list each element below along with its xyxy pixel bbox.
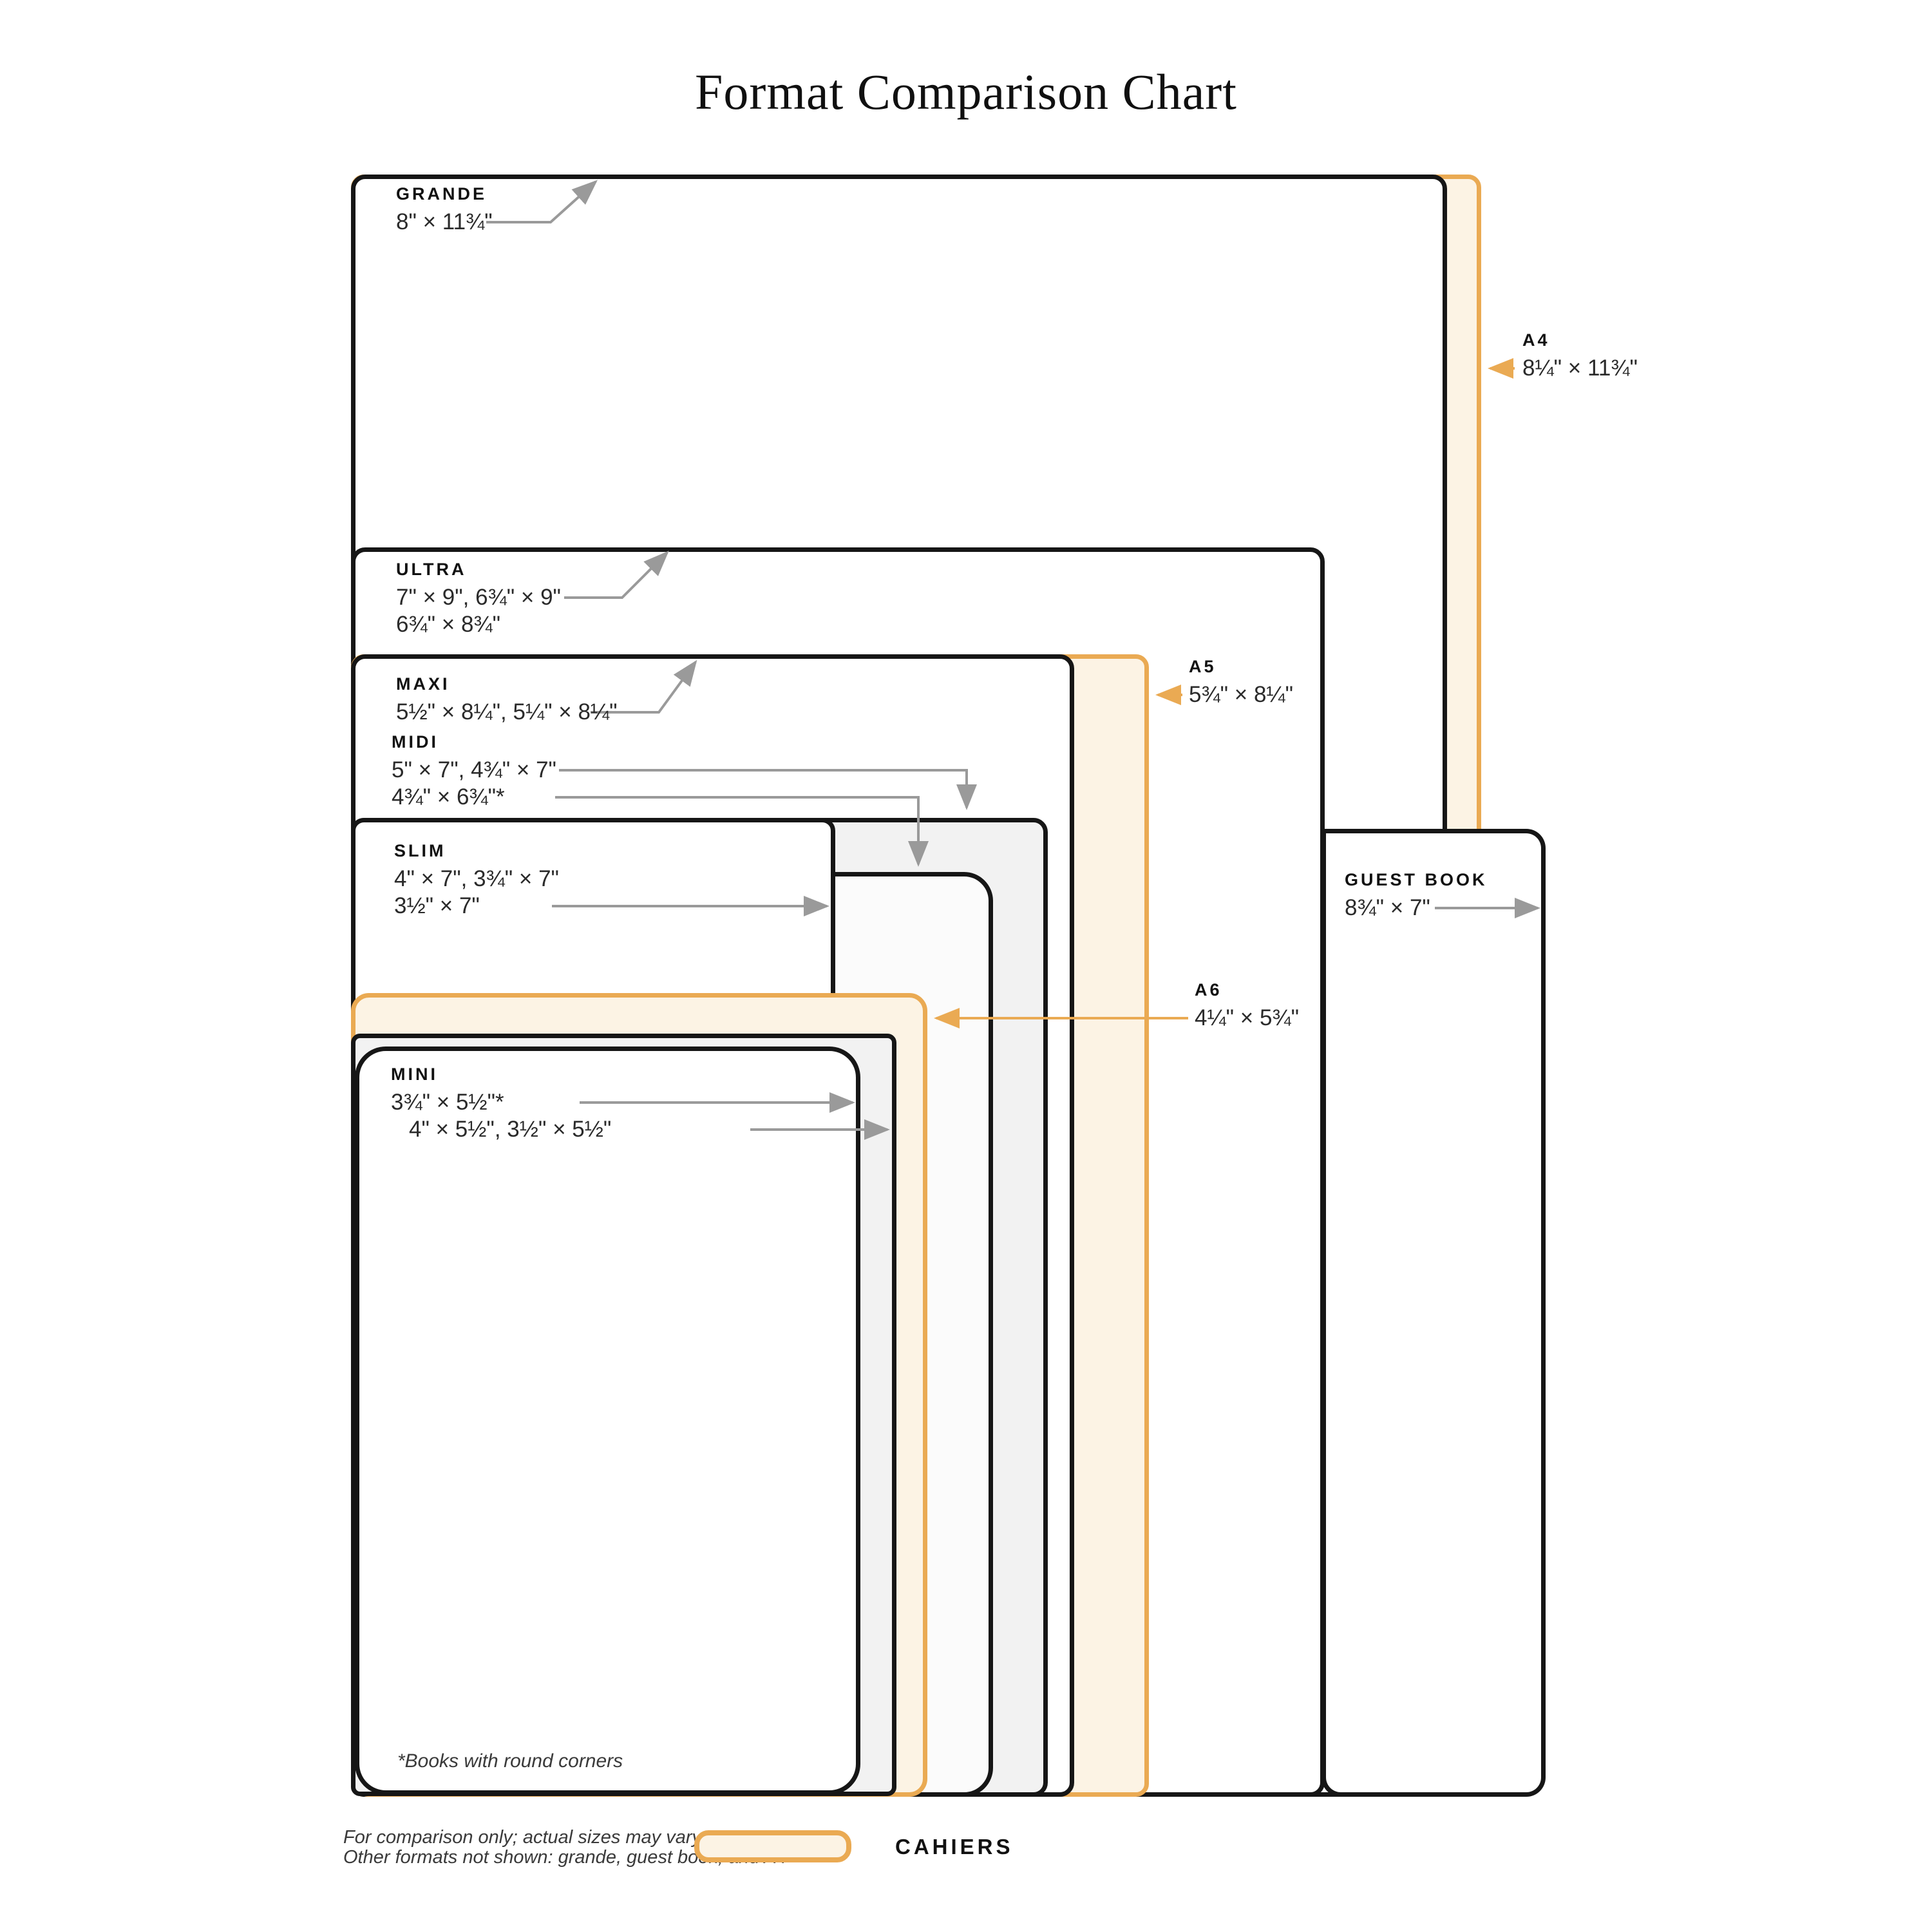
guest-book-rect — [1321, 829, 1546, 1797]
mini-label: MINI 3¾" × 5½"* 4" × 5½", 3½" × 5½" — [391, 1065, 611, 1143]
a6-name: A6 — [1195, 980, 1222, 999]
cahiers-legend-label: CAHIERS — [895, 1835, 1014, 1859]
a4-dims: 8¼" × 11¾" — [1522, 355, 1638, 381]
grande-label: GRANDE 8" × 11¾" — [396, 184, 493, 236]
maxi-label: MAXI 5½" × 8¼", 5¼" × 8¼" — [396, 674, 618, 726]
mini-dims: 3¾" × 5½"* 4" × 5½", 3½" × 5½" — [391, 1090, 612, 1142]
ultra-dims: 7" × 9", 6¾" × 9" 6¾" × 8¾" — [396, 585, 561, 637]
ultra-label: ULTRA 7" × 9", 6¾" × 9" 6¾" × 8¾" — [396, 560, 561, 638]
a5-name: A5 — [1189, 657, 1217, 676]
guest-book-name: GUEST BOOK — [1345, 870, 1488, 889]
a6-dims: 4¼" × 5¾" — [1195, 1005, 1300, 1030]
maxi-name: MAXI — [396, 674, 450, 694]
a6-label: A6 4¼" × 5¾" — [1195, 980, 1299, 1032]
grande-dims: 8" × 11¾" — [396, 209, 493, 234]
slim-label: SLIM 4" × 7", 3¾" × 7" 3½" × 7" — [394, 841, 559, 920]
a5-label: A5 5¾" × 8¼" — [1189, 657, 1293, 708]
midi-label: MIDI 5" × 7", 4¾" × 7" 4¾" × 6¾"* — [392, 732, 556, 811]
ultra-name: ULTRA — [396, 560, 467, 579]
slim-dims: 4" × 7", 3¾" × 7" 3½" × 7" — [394, 866, 559, 918]
cahiers-legend-swatch — [694, 1830, 851, 1862]
a4-label: A4 8¼" × 11¾" — [1522, 330, 1638, 382]
guest-book-dims: 8¾" × 7" — [1345, 895, 1430, 920]
slim-name: SLIM — [394, 841, 446, 860]
guest-book-label: GUEST BOOK 8¾" × 7" — [1345, 870, 1488, 922]
midi-dims: 5" × 7", 4¾" × 7" 4¾" × 6¾"* — [392, 757, 556, 810]
mini-round-corner-rect — [355, 1046, 860, 1795]
midi-name: MIDI — [392, 732, 439, 752]
disclaimer-line-1: For comparison only; actual sizes may va… — [343, 1827, 702, 1848]
a4-name: A4 — [1522, 330, 1550, 350]
page-title: Format Comparison Chart — [695, 64, 1237, 120]
maxi-dims: 5½" × 8¼", 5¼" × 8¼" — [396, 699, 618, 724]
mini-name: MINI — [391, 1065, 438, 1084]
a5-dims: 5¾" × 8¼" — [1189, 682, 1294, 707]
grande-name: GRANDE — [396, 184, 488, 204]
round-corners-footnote: *Books with round corners — [397, 1750, 623, 1772]
